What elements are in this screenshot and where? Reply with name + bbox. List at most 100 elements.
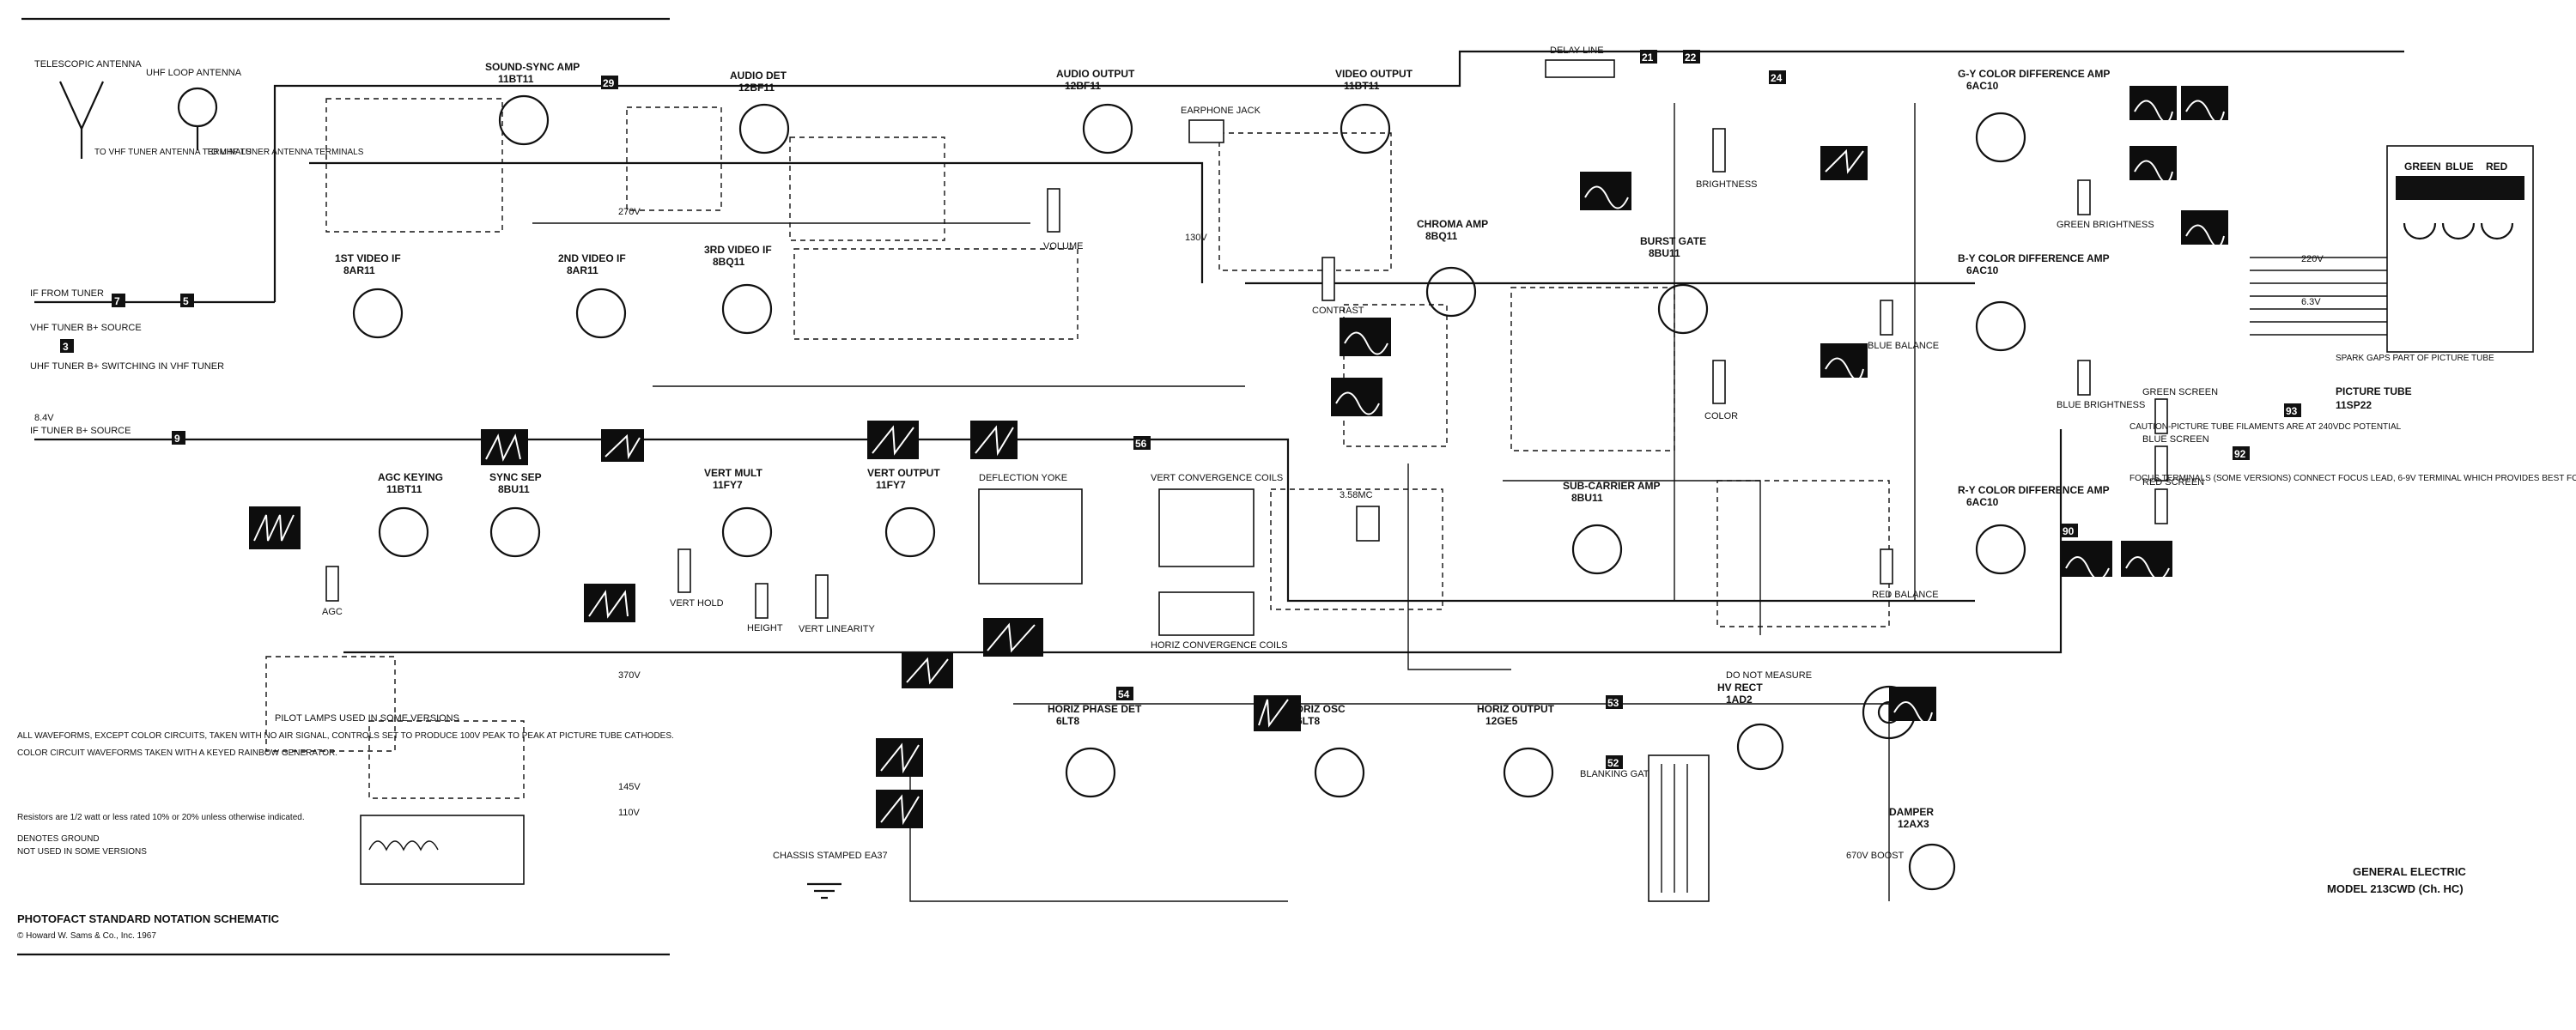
svg-text:BLANKING GATE: BLANKING GATE (1580, 769, 1656, 779)
tube-envelope-icon (1975, 524, 2026, 575)
svg-text:90: 90 (2063, 525, 2075, 537)
boost-label: 670V BOOST (1846, 851, 1905, 861)
svg-text:110V: 110V (618, 808, 641, 818)
svg-text:8BU11: 8BU11 (498, 483, 530, 495)
svg-text:24: 24 (1771, 72, 1783, 84)
svg-text:EARPHONE JACK: EARPHONE JACK (1181, 106, 1261, 116)
svg-text:VERT CONVERGENCE COILS: VERT CONVERGENCE COILS (1151, 473, 1283, 483)
svg-text:CONTRAST: CONTRAST (1312, 306, 1364, 316)
svg-text:12GE5: 12GE5 (1485, 715, 1518, 727)
svg-text:Resistors are 1/2 watt or less: Resistors are 1/2 watt or less rated 10%… (17, 813, 305, 822)
to-uhf-label: TO UHF TUNER ANTENNA TERMINALS (206, 148, 364, 157)
control-red-screen: RED SCREEN (2142, 477, 2204, 524)
telescopic-antenna-label: TELESCOPIC ANTENNA (34, 59, 142, 70)
waveform-icon (1331, 378, 1382, 416)
svg-text:8BQ11: 8BQ11 (713, 256, 745, 268)
svg-text:370V: 370V (618, 670, 641, 681)
control-blue-balance: BLUE BALANCE (1868, 300, 1939, 351)
svg-text:5: 5 (183, 295, 189, 307)
svg-text:11BT11: 11BT11 (1344, 80, 1380, 92)
waveform-icon (983, 618, 1043, 657)
svg-text:HORIZ CONVERGENCE COILS: HORIZ CONVERGENCE COILS (1151, 640, 1288, 651)
tube-envelope-icon (721, 283, 773, 335)
tube-envelope-icon (352, 288, 404, 339)
svg-text:R-Y COLOR DIFFERENCE AMP: R-Y COLOR DIFFERENCE AMP (1958, 484, 2110, 496)
tube-1st-video-if: 1ST VIDEO IF 8AR11 (335, 252, 404, 339)
svg-text:8BU11: 8BU11 (1571, 492, 1603, 504)
input-labels: IF FROM TUNER VHF TUNER B+ SOURCE UHF TU… (30, 288, 275, 441)
svg-text:SUB-CARRIER AMP: SUB-CARRIER AMP (1563, 480, 1661, 492)
tube-envelope-icon (489, 506, 541, 558)
waveform-icon (876, 738, 923, 777)
svg-text:DEFLECTION YOKE: DEFLECTION YOKE (979, 473, 1067, 483)
delay-line: DELAY LINE (1545, 45, 1615, 78)
svg-text:11BT11: 11BT11 (386, 483, 422, 495)
tube-envelope-icon (498, 94, 550, 146)
waveform-icon (1254, 695, 1301, 731)
svg-text:AUDIO DET: AUDIO DET (730, 70, 787, 82)
tube-envelope-icon (1736, 723, 1784, 771)
waveform-icon (970, 421, 1018, 459)
uhf-loop-antenna-icon (177, 87, 218, 128)
svg-text:270V: 270V (618, 207, 641, 217)
copyright-label: © Howard W. Sams & Co., Inc. 1967 (17, 931, 156, 941)
waveform-icon (249, 506, 301, 549)
tube-horiz-phase-det: HORIZ PHASE DET 6LT8 (1048, 703, 1142, 798)
test-point-marker: 53 (1606, 695, 1623, 709)
chassis-ground: CHASSIS STAMPED EA37 (773, 851, 888, 900)
waveform-icon (1820, 146, 1868, 180)
svg-text:VERT HOLD: VERT HOLD (670, 598, 724, 609)
svg-text:GREEN SCREEN: GREEN SCREEN (2142, 387, 2218, 397)
tube-envelope-icon (1975, 300, 2026, 352)
waveform-icon (2121, 541, 2172, 580)
svg-text:GREEN BRIGHTNESS: GREEN BRIGHTNESS (2057, 220, 2154, 230)
svg-text:B-Y COLOR DIFFERENCE AMP: B-Y COLOR DIFFERENCE AMP (1958, 252, 2110, 264)
antenna-section: TELESCOPIC ANTENNA TO VHF TUNER ANTENNA … (34, 59, 364, 159)
tube-envelope-icon (1908, 843, 1956, 891)
svg-text:2ND VIDEO IF: 2ND VIDEO IF (558, 252, 626, 264)
tube-envelope-icon (721, 506, 773, 558)
tube-envelope-icon (378, 506, 429, 558)
tube-video-output: VIDEO OUTPUT 11BT11 (1335, 68, 1413, 154)
svg-text:BURST GATE: BURST GATE (1640, 235, 1706, 247)
svg-text:3: 3 (63, 341, 69, 353)
svg-text:BLUE BALANCE: BLUE BALANCE (1868, 341, 1939, 351)
tube-burst-gate: BURST GATE 8BU11 (1640, 235, 1709, 335)
tube-b-y: B-Y COLOR DIFFERENCE AMP 6AC10 (1958, 252, 2110, 352)
svg-text:8BQ11: 8BQ11 (1425, 230, 1458, 242)
svg-text:3.58MC: 3.58MC (1340, 490, 1373, 500)
tube-audio-output: AUDIO OUTPUT 12BF11 (1056, 68, 1135, 154)
test-point-marker: 93 (2284, 403, 2301, 417)
earphone-jack: EARPHONE JACK (1181, 106, 1261, 143)
svg-text:11SP22: 11SP22 (2336, 399, 2372, 411)
title-block: GENERAL ELECTRIC MODEL 213CWD (Ch. HC) (2327, 865, 2467, 895)
focus-note: FOCUS TERMINALS (SOME VERSIONS) CONNECT … (2129, 474, 2576, 483)
right-notes: FOCUS TERMINALS (SOME VERSIONS) CONNECT … (2129, 422, 2576, 483)
svg-text:HEIGHT: HEIGHT (747, 623, 783, 633)
test-point-marker: 24 (1769, 70, 1786, 84)
svg-text:29: 29 (603, 77, 615, 89)
waveform-scopes (249, 86, 2228, 828)
svg-text:92: 92 (2234, 448, 2246, 460)
control-green-screen: GREEN SCREEN (2142, 387, 2218, 434)
tube-sound-sync: SOUND-SYNC AMP 11BT11 (485, 61, 580, 146)
svg-text:RED SCREEN: RED SCREEN (2142, 477, 2204, 488)
svg-text:12BF11: 12BF11 (738, 82, 775, 94)
tube-vert-output: VERT OUTPUT 11FY7 (867, 467, 940, 558)
waveform-icon (867, 421, 919, 459)
svg-text:53: 53 (1607, 697, 1619, 709)
svg-text:12AX3: 12AX3 (1898, 818, 1929, 830)
svg-text:HORIZ PHASE DET: HORIZ PHASE DET (1048, 703, 1142, 715)
waveform-icon (1889, 687, 1936, 724)
svg-text:CHROMA AMP: CHROMA AMP (1417, 218, 1488, 230)
svg-text:6.3V: 6.3V (2301, 297, 2321, 307)
svg-text:PICTURE TUBE: PICTURE TUBE (2336, 385, 2412, 397)
svg-text:6LT8: 6LT8 (1056, 715, 1079, 727)
svg-text:1AD2: 1AD2 (1726, 694, 1753, 706)
svg-text:AUDIO OUTPUT: AUDIO OUTPUT (1056, 68, 1135, 80)
input-if-b-plus: IF TUNER B+ SOURCE (30, 426, 131, 436)
svg-text:12BF11: 12BF11 (1065, 80, 1101, 92)
control-color: COLOR (1704, 360, 1738, 421)
svg-text:VOLUME: VOLUME (1043, 241, 1083, 251)
svg-text:8AR11: 8AR11 (567, 264, 598, 276)
